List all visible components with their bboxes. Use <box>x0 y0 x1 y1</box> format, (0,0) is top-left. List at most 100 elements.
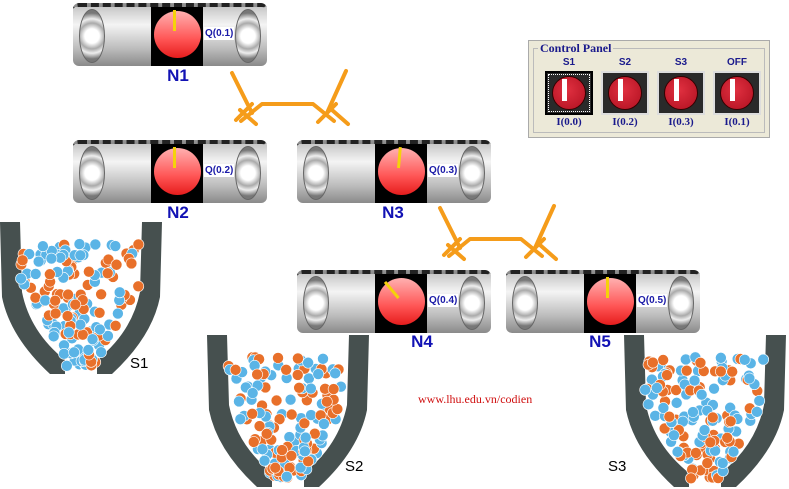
conveyor-n2[interactable]: Q(0.2) <box>73 140 267 203</box>
ball <box>285 449 298 462</box>
ball <box>110 258 123 271</box>
roller-left <box>79 146 105 200</box>
silo-wall-left <box>0 222 65 374</box>
ball <box>74 249 87 262</box>
ball <box>102 253 115 266</box>
ball <box>751 406 763 418</box>
conveyor-n3[interactable]: Q(0.3) <box>297 140 491 203</box>
ball <box>260 428 273 440</box>
ball <box>229 364 242 376</box>
push-button-s3[interactable] <box>657 71 705 115</box>
ball <box>95 288 107 301</box>
motor-disc <box>154 148 201 195</box>
ball <box>83 265 95 278</box>
ball <box>668 429 680 442</box>
ball <box>708 382 720 395</box>
roller-left <box>303 146 329 200</box>
ball <box>132 238 145 251</box>
ball <box>291 369 304 381</box>
roller-left <box>303 276 329 330</box>
ball <box>671 446 684 458</box>
push-button-s2[interactable] <box>601 71 649 115</box>
ball <box>698 424 711 436</box>
ball <box>685 472 697 485</box>
ball <box>657 402 670 414</box>
ball <box>44 268 56 281</box>
roller-left <box>79 9 105 63</box>
ball <box>302 455 314 468</box>
button-cap <box>720 76 754 110</box>
ball <box>663 410 676 423</box>
ball <box>302 356 314 369</box>
ball <box>305 382 317 395</box>
ball <box>280 363 292 376</box>
conveyor-n4[interactable]: Q(0.4) <box>297 270 491 333</box>
ball <box>695 388 708 401</box>
silo-wall-right <box>97 222 162 374</box>
switch-off: OFF I(0.1) <box>713 57 761 128</box>
ball <box>112 307 124 320</box>
ball <box>251 368 263 381</box>
ball <box>272 352 284 364</box>
button-bar-icon <box>562 79 567 101</box>
ball <box>246 407 259 420</box>
ball <box>258 454 271 467</box>
ball <box>318 418 330 430</box>
ball <box>68 346 80 359</box>
ball <box>694 356 707 369</box>
ball <box>285 408 298 421</box>
ball <box>89 238 102 251</box>
ball <box>62 288 74 301</box>
button-cap <box>664 76 698 110</box>
motor-indicator <box>375 144 427 203</box>
conveyor-n5[interactable]: Q(0.5) <box>506 270 700 333</box>
ball <box>15 272 27 285</box>
ball <box>37 240 49 253</box>
ball <box>86 333 99 345</box>
input-address-label: I(0.2) <box>612 116 638 128</box>
switch-label: OFF <box>727 57 747 68</box>
ball <box>63 326 75 339</box>
ball <box>101 267 114 280</box>
silo-wall-right <box>304 335 369 487</box>
push-button-off[interactable] <box>713 71 761 115</box>
ball <box>299 445 311 458</box>
ball <box>738 354 751 366</box>
ball <box>76 328 89 341</box>
ball <box>61 310 74 322</box>
ball <box>270 394 283 407</box>
ball <box>29 268 42 280</box>
ball <box>109 240 122 252</box>
ball <box>132 280 145 293</box>
silo-wall-left <box>207 335 272 487</box>
output-address-label: Q(0.4) <box>428 294 459 307</box>
ball <box>273 413 286 426</box>
ball <box>639 384 651 396</box>
push-button-s1[interactable] <box>545 71 593 115</box>
switch-label: S3 <box>674 57 688 68</box>
ball <box>246 387 259 399</box>
silo-s2 <box>207 335 369 487</box>
motor-disc <box>154 11 201 58</box>
input-address-label: I(0.1) <box>724 116 750 128</box>
ball <box>276 444 288 456</box>
website-link[interactable]: www.lhu.edu.vn/codien <box>418 392 533 406</box>
button-bar-icon <box>674 79 679 101</box>
ball <box>47 330 60 343</box>
ball <box>39 294 52 307</box>
ball <box>687 406 699 418</box>
ball <box>715 352 727 364</box>
silo-label: S2 <box>345 458 364 475</box>
roller-right <box>668 276 694 330</box>
button-bar-icon <box>730 79 735 101</box>
output-address-label: Q(0.5) <box>637 294 668 307</box>
input-address-label: I(0.3) <box>668 116 694 128</box>
motor-indicator <box>584 274 636 333</box>
silo-label: S3 <box>608 458 627 475</box>
ball <box>299 431 312 444</box>
conveyor-n1[interactable]: Q(0.1) <box>73 3 267 66</box>
motor-needle <box>173 10 176 31</box>
ball <box>679 353 692 366</box>
ball <box>642 398 655 411</box>
